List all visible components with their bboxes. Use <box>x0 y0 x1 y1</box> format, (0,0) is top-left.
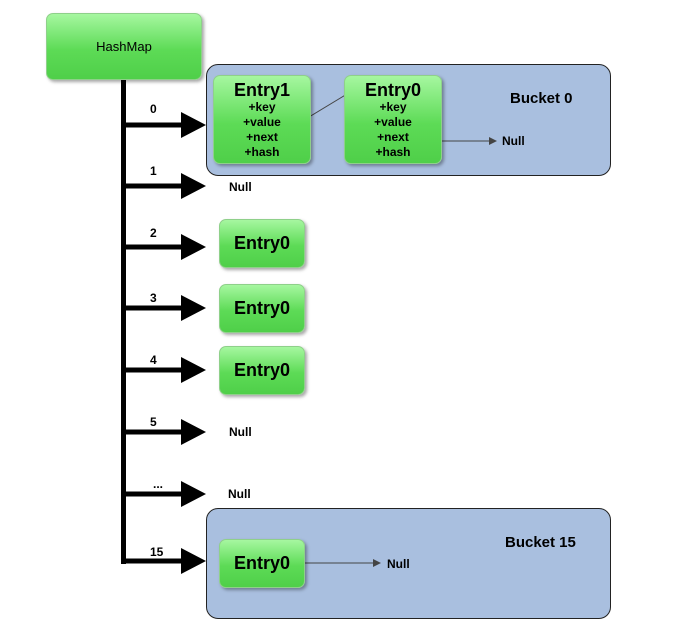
index3-entry0-node: Entry0 <box>219 284 305 333</box>
hashmap-node: HashMap <box>46 13 202 80</box>
index-label-1: 1 <box>150 164 157 178</box>
bucket15-entry0-node: Entry0 <box>219 539 305 588</box>
index2-entry0-label: Entry0 <box>233 233 291 253</box>
entry1-field-hash: +hash <box>244 145 280 159</box>
entry0-title: Entry0 <box>364 80 422 100</box>
bucket0-null-label: Null <box>502 134 525 148</box>
index-label-5: 5 <box>150 415 157 429</box>
index1-null-label: Null <box>229 180 252 194</box>
entry1-field-value: +value <box>243 115 281 129</box>
bucket15-null-label: Null <box>387 557 410 571</box>
index3-entry0-label: Entry0 <box>233 298 291 318</box>
index4-entry0-label: Entry0 <box>233 360 291 380</box>
index-arrow-head-4 <box>181 357 206 383</box>
index-arrow-shaft-0 <box>121 122 183 128</box>
entry1-field-key: +key <box>248 100 276 114</box>
index-arrow-head-0 <box>181 112 206 138</box>
entry1-title: Entry1 <box>233 80 291 100</box>
index-arrow-shaft-ellipsis <box>121 491 183 497</box>
index-arrow-shaft-15 <box>121 558 183 564</box>
bucket-0-label: Bucket 0 <box>510 90 573 107</box>
index-arrow-head-ellipsis <box>181 481 206 507</box>
index-label-3: 3 <box>150 291 157 305</box>
index-arrow-head-3 <box>181 295 206 321</box>
index2-entry0-node: Entry0 <box>219 219 305 268</box>
index4-entry0-node: Entry0 <box>219 346 305 395</box>
index-arrow-head-2 <box>181 234 206 260</box>
index-arrow-shaft-3 <box>121 305 183 311</box>
entry1-field-next: +next <box>246 130 278 144</box>
bucket0-entry1-node: Entry1 +key +value +next +hash <box>213 75 311 164</box>
bucket-15-label: Bucket 15 <box>505 534 576 551</box>
index-arrow-head-15 <box>181 548 206 574</box>
index5-null-label: Null <box>229 425 252 439</box>
bucket0-entry0-node: Entry0 +key +value +next +hash <box>344 75 442 164</box>
index-label-4: 4 <box>150 353 157 367</box>
hashmap-label: HashMap <box>96 39 152 54</box>
index-arrow-head-5 <box>181 419 206 445</box>
index-arrow-head-1 <box>181 173 206 199</box>
entry0-field-key: +key <box>379 100 407 114</box>
index-ellipsis-null-label: Null <box>228 487 251 501</box>
hashmap-spine <box>121 80 126 564</box>
index-arrow-shaft-4 <box>121 367 183 373</box>
entry0-field-hash: +hash <box>375 145 411 159</box>
entry0-field-next: +next <box>377 130 409 144</box>
index-arrow-shaft-1 <box>121 183 183 189</box>
entry0-field-value: +value <box>374 115 412 129</box>
index-label-ellipsis: ... <box>153 477 164 491</box>
bucket15-entry0-label: Entry0 <box>233 553 291 573</box>
index-arrow-shaft-2 <box>121 244 183 250</box>
index-label-15: 15 <box>150 545 164 559</box>
index-arrow-shaft-5 <box>121 429 183 435</box>
index-label-0: 0 <box>150 102 157 116</box>
index-label-2: 2 <box>150 226 157 240</box>
